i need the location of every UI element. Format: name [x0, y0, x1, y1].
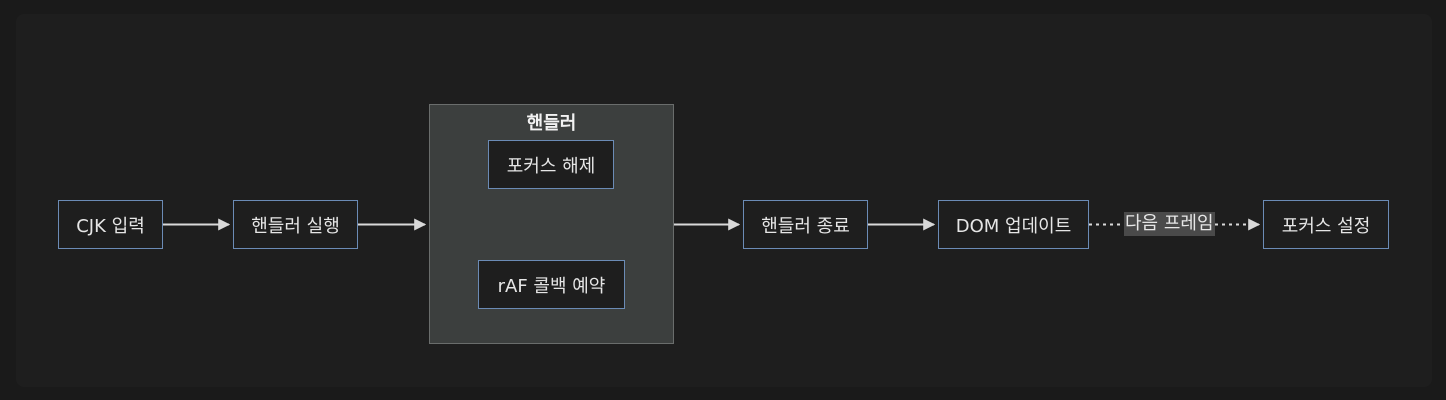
node-focus-set: 포커스 설정	[1263, 200, 1389, 249]
node-raf-schedule: rAF 콜백 예약	[478, 260, 625, 309]
node-handler-run: 핸들러 실행	[233, 200, 358, 249]
node-handler-end: 핸들러 종료	[743, 200, 868, 249]
node-focus-release: 포커스 해제	[488, 140, 614, 189]
handler-group-title: 핸들러	[526, 113, 577, 134]
node-cjk-input: CJK 입력	[58, 200, 163, 249]
node-dom-update: DOM 업데이트	[938, 200, 1089, 249]
edge-label-next-frame: 다음 프레임	[1124, 212, 1215, 236]
